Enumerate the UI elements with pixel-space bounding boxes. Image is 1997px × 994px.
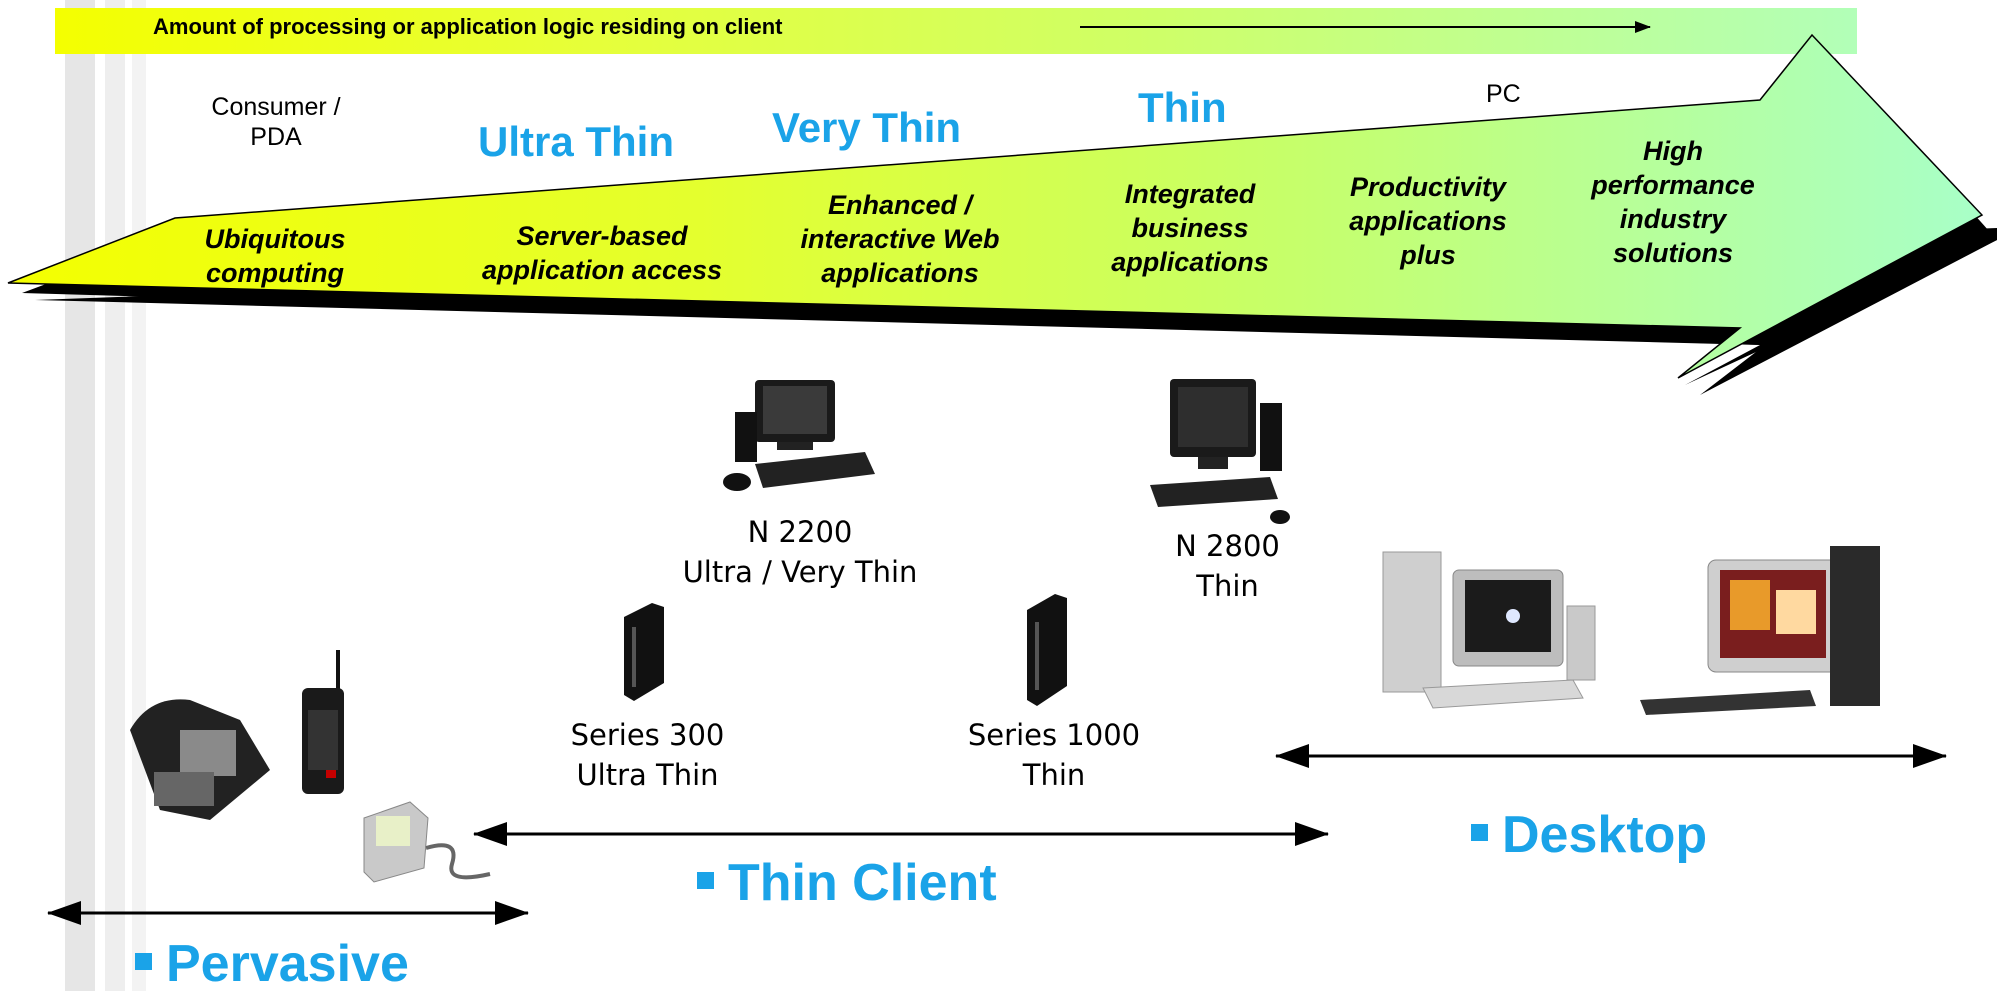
bullet-icon xyxy=(1471,823,1488,841)
pervasive-pda-image xyxy=(363,801,491,883)
bullet-icon xyxy=(697,871,714,889)
segment-server-based-access: Server-based application access xyxy=(481,221,723,285)
segment-integrated-business: Integrated business applications xyxy=(1111,179,1269,277)
segment-productivity-plus: Productivity applications plus xyxy=(1349,172,1507,270)
processing-banner xyxy=(55,8,1857,54)
desktop-pc-image xyxy=(1382,551,1596,709)
segment-enhanced-web: Enhanced / interactive Web applications xyxy=(800,190,1000,288)
decorative-stripe xyxy=(65,0,95,991)
section-pervasive: Pervasive xyxy=(135,934,409,994)
bullet-icon xyxy=(135,952,152,970)
series1000-device-image xyxy=(1027,594,1067,706)
series1000-label: Series 1000 Thin xyxy=(967,718,1141,792)
pervasive-phone-image xyxy=(130,699,270,820)
tier-consumer-pda: Consumer / PDA xyxy=(176,92,376,152)
n2200-computer-image xyxy=(723,380,875,491)
section-desktop: Desktop xyxy=(1471,805,1707,865)
section-pervasive-text: Pervasive xyxy=(166,935,409,993)
n2800-label: N 2800 Thin xyxy=(1175,529,1280,603)
desktop-workstation-image xyxy=(1640,546,1880,715)
tier-ultra-thin: Ultra Thin xyxy=(478,118,674,165)
banner-text: Amount of processing or application logi… xyxy=(153,14,783,39)
tier-consumer-pda-text: Consumer / PDA xyxy=(211,93,341,151)
section-desktop-text: Desktop xyxy=(1502,806,1708,864)
tier-very-thin: Very Thin xyxy=(772,104,962,151)
section-thin-client-text: Thin Client xyxy=(728,854,997,912)
pervasive-handheld-image xyxy=(302,650,344,794)
segment-high-performance: High performance industry solutions xyxy=(1591,136,1755,268)
series300-label: Series 300 Ultra Thin xyxy=(570,718,725,792)
series300-device-image xyxy=(624,603,664,701)
segment-ubiquitous-computing: Ubiquitous computing xyxy=(204,224,346,288)
n2800-computer-image xyxy=(1150,379,1290,524)
tier-thin: Thin xyxy=(1138,84,1227,131)
section-thin-client: Thin Client xyxy=(697,853,997,913)
n2200-label: N 2200 Ultra / Very Thin xyxy=(682,515,918,589)
tier-pc: PC xyxy=(1486,80,1521,108)
